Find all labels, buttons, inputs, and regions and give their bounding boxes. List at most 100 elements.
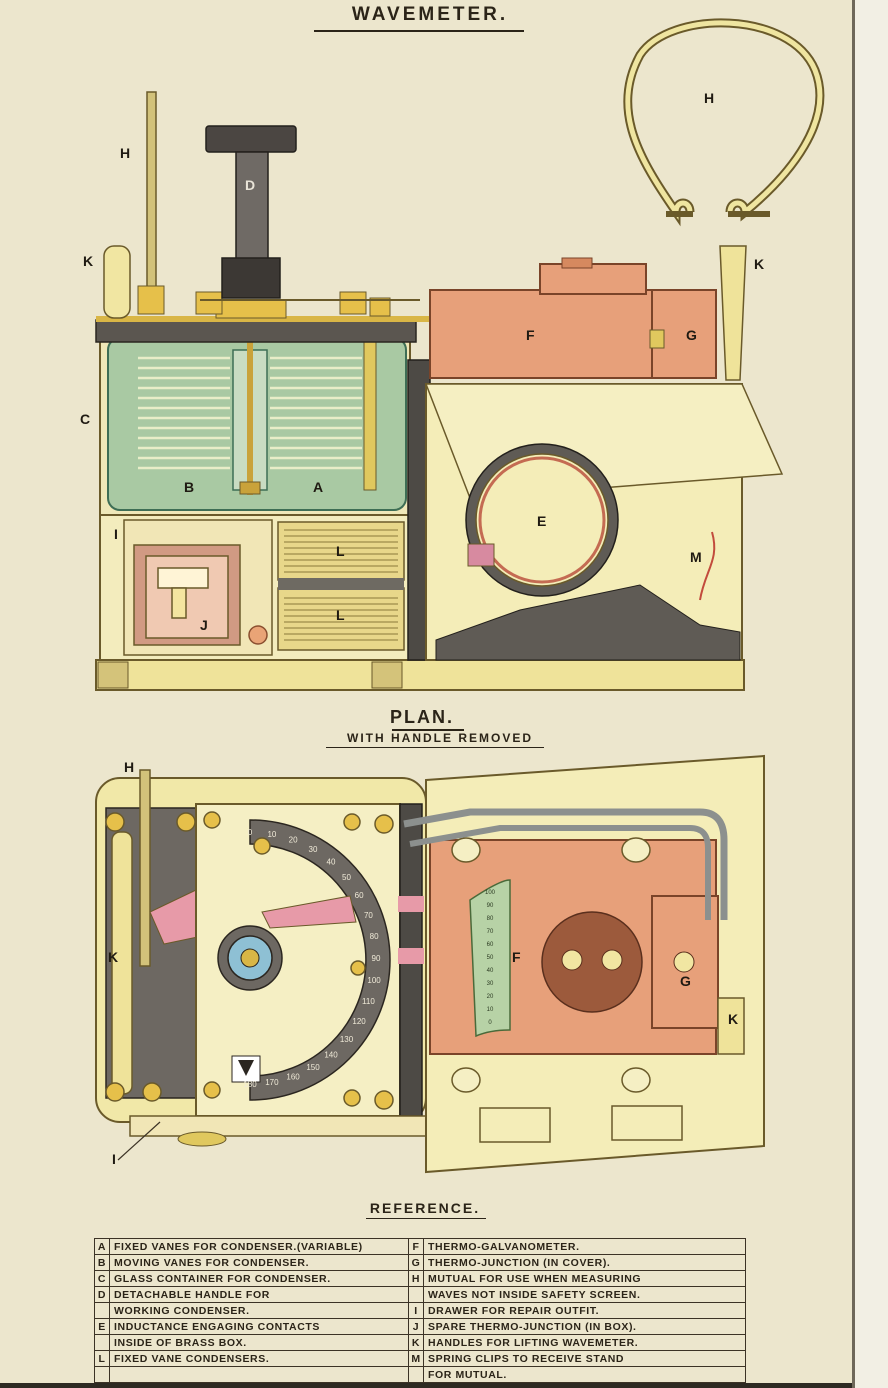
reference-description: DRAWER FOR REPAIR OUTFIT. <box>423 1302 746 1319</box>
galvo-scale-label: 80 <box>487 916 494 922</box>
label-f: F <box>526 327 535 343</box>
dial-scale-label: 100 <box>367 976 381 985</box>
dial-scale-label: 30 <box>309 845 318 854</box>
reference-description: INDUCTANCE ENGAGING CONTACTS <box>109 1318 409 1335</box>
label-g: G <box>686 327 697 343</box>
galvo-scale-label: 40 <box>487 968 494 974</box>
elevation-drawing: H H D K K F G C B A E M I L L J <box>80 18 825 691</box>
reference-underline <box>366 1218 486 1219</box>
dial-scale-label: 20 <box>289 836 298 845</box>
lifting-handle-left <box>103 245 131 319</box>
dial-scale-label: 180 <box>243 1080 257 1089</box>
reference-key <box>94 1334 110 1351</box>
reference-key: H <box>408 1270 424 1287</box>
galvo-scale-label: 30 <box>487 981 494 987</box>
plan-label-g: G <box>680 973 691 989</box>
galvo-scale-label: 20 <box>487 994 494 1000</box>
page-title: WAVEMETER. <box>351 4 509 25</box>
reference-key: C <box>94 1270 110 1287</box>
reference-row: FOR MUTUAL. <box>94 1366 746 1383</box>
reference-key: K <box>408 1334 424 1351</box>
reference-key: F <box>408 1238 424 1255</box>
plan-label-k-left: K <box>108 949 118 965</box>
galvo-scale <box>469 879 511 1038</box>
plan-subtitle: WITH HANDLE REMOVED <box>347 731 533 745</box>
dial-scale-label: 70 <box>364 911 373 920</box>
reference-description: SPARE THERMO-JUNCTION (IN BOX). <box>423 1318 746 1335</box>
galvo-scale-label: 0 <box>488 1020 492 1026</box>
label-m: M <box>690 549 702 565</box>
plan-rod-h <box>139 769 151 967</box>
label-k-left: K <box>83 253 93 269</box>
plan-label-h: H <box>124 759 134 775</box>
reference-description <box>109 1366 409 1383</box>
galvo-scale-label: 50 <box>487 955 494 961</box>
label-h-ring: H <box>704 90 714 106</box>
plan-title-underline <box>392 729 464 731</box>
reference-title: REFERENCE. <box>369 1200 481 1216</box>
reference-description: WAVES NOT INSIDE SAFETY SCREEN. <box>423 1286 746 1303</box>
reference-key: B <box>94 1254 110 1271</box>
plan-label-k-right: K <box>728 1011 738 1027</box>
label-l-top: L <box>336 543 345 559</box>
paper-edge-line <box>852 0 855 1388</box>
dial-scale-label: 160 <box>286 1072 300 1081</box>
plan-label-i: I <box>112 1151 116 1167</box>
label-c: C <box>80 411 90 427</box>
reference-description: MOVING VANES FOR CONDENSER. <box>109 1254 409 1271</box>
dial-scale-label: 40 <box>327 858 336 867</box>
paper-margin <box>855 0 888 1388</box>
reference-key: L <box>94 1350 110 1367</box>
galvo-scale-label: 10 <box>487 1007 494 1013</box>
reference-description: WORKING CONDENSER. <box>109 1302 409 1319</box>
dial-scale-label: 150 <box>306 1063 320 1072</box>
reference-key <box>408 1286 424 1303</box>
label-i: I <box>114 526 118 542</box>
reference-description: HANDLES FOR LIFTING WAVEMETER. <box>423 1334 746 1351</box>
bottom-edge <box>0 1383 852 1388</box>
label-l-bottom: L <box>336 607 345 623</box>
label-e: E <box>537 513 546 529</box>
reference-key: M <box>408 1350 424 1367</box>
galvo-scale-label: 70 <box>487 929 494 935</box>
reference-description: THERMO-JUNCTION (IN COVER). <box>423 1254 746 1271</box>
plan-subtitle-underline <box>326 747 544 748</box>
plan-handle-right <box>717 997 745 1055</box>
dial-scale-label: 80 <box>370 932 379 941</box>
galvo-scale-label: 60 <box>487 942 494 948</box>
reference-key <box>94 1366 110 1383</box>
reference-key: A <box>94 1238 110 1255</box>
reference-description: INSIDE OF BRASS BOX. <box>109 1334 409 1351</box>
reference-description: FOR MUTUAL. <box>423 1366 746 1383</box>
dial-scale-label: 120 <box>352 1017 366 1026</box>
label-d: D <box>245 177 255 193</box>
dial-scale-label: 130 <box>340 1035 354 1044</box>
reference-description: GLASS CONTAINER FOR CONDENSER. <box>109 1270 409 1287</box>
dial-scale-label: 140 <box>324 1051 338 1060</box>
dial-scale-label: 10 <box>267 830 276 839</box>
reference-description: THERMO-GALVANOMETER. <box>423 1238 746 1255</box>
label-j: J <box>200 617 208 633</box>
label-h-rod: H <box>120 145 130 161</box>
fixed-vane-condenser-top <box>277 521 405 581</box>
reference-key: J <box>408 1318 424 1335</box>
label-b: B <box>184 479 194 495</box>
reference-key: E <box>94 1318 110 1335</box>
reference-description: FIXED VANE CONDENSERS. <box>109 1350 409 1367</box>
dial-scale-label: 50 <box>342 873 351 882</box>
plan-label-f: F <box>512 949 521 965</box>
reference-key: D <box>94 1286 110 1303</box>
reference-description: FIXED VANES FOR CONDENSER.(VARIABLE) <box>109 1238 409 1255</box>
dial-scale-label: 90 <box>372 954 381 963</box>
reference-key: I <box>408 1302 424 1319</box>
title-underline <box>314 30 524 32</box>
